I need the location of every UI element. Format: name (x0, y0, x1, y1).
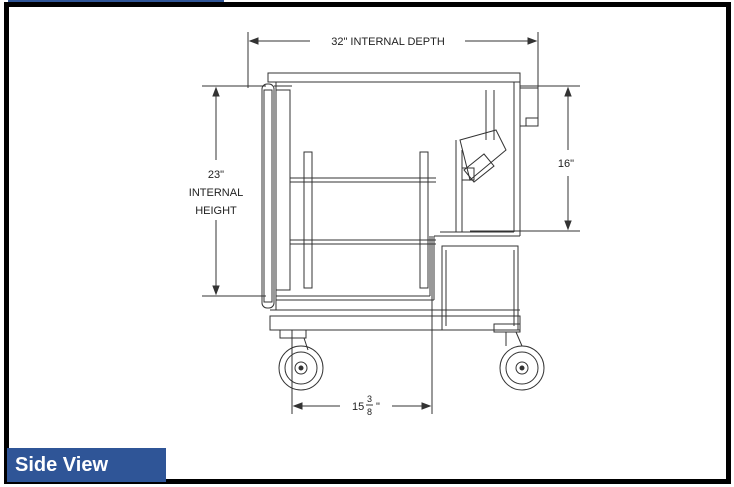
right-caster-wheel (499, 331, 545, 391)
side-view-label: Side View (7, 448, 166, 482)
width-dimension (291, 236, 433, 414)
left-caster-wheel (278, 337, 324, 391)
outer-border (4, 2, 731, 484)
depth-dimension (247, 32, 539, 88)
width-label: 15 3 8 " (352, 394, 380, 417)
height-line2-label: HEIGHT (195, 205, 237, 217)
shelf-height-label: 16" (558, 158, 574, 170)
width-numerator: 3 (367, 394, 372, 404)
height-line1-label: INTERNAL (189, 187, 243, 199)
height-value-label: 23" (208, 169, 224, 181)
depth-label: 32" INTERNAL DEPTH (331, 36, 445, 48)
shelf-height-dimension (470, 85, 580, 232)
width-whole: 15 (352, 401, 364, 413)
height-dimension (202, 85, 266, 297)
width-denominator: 8 (367, 407, 372, 417)
cabinet-body (261, 72, 539, 339)
width-inch-mark: " (376, 401, 380, 413)
